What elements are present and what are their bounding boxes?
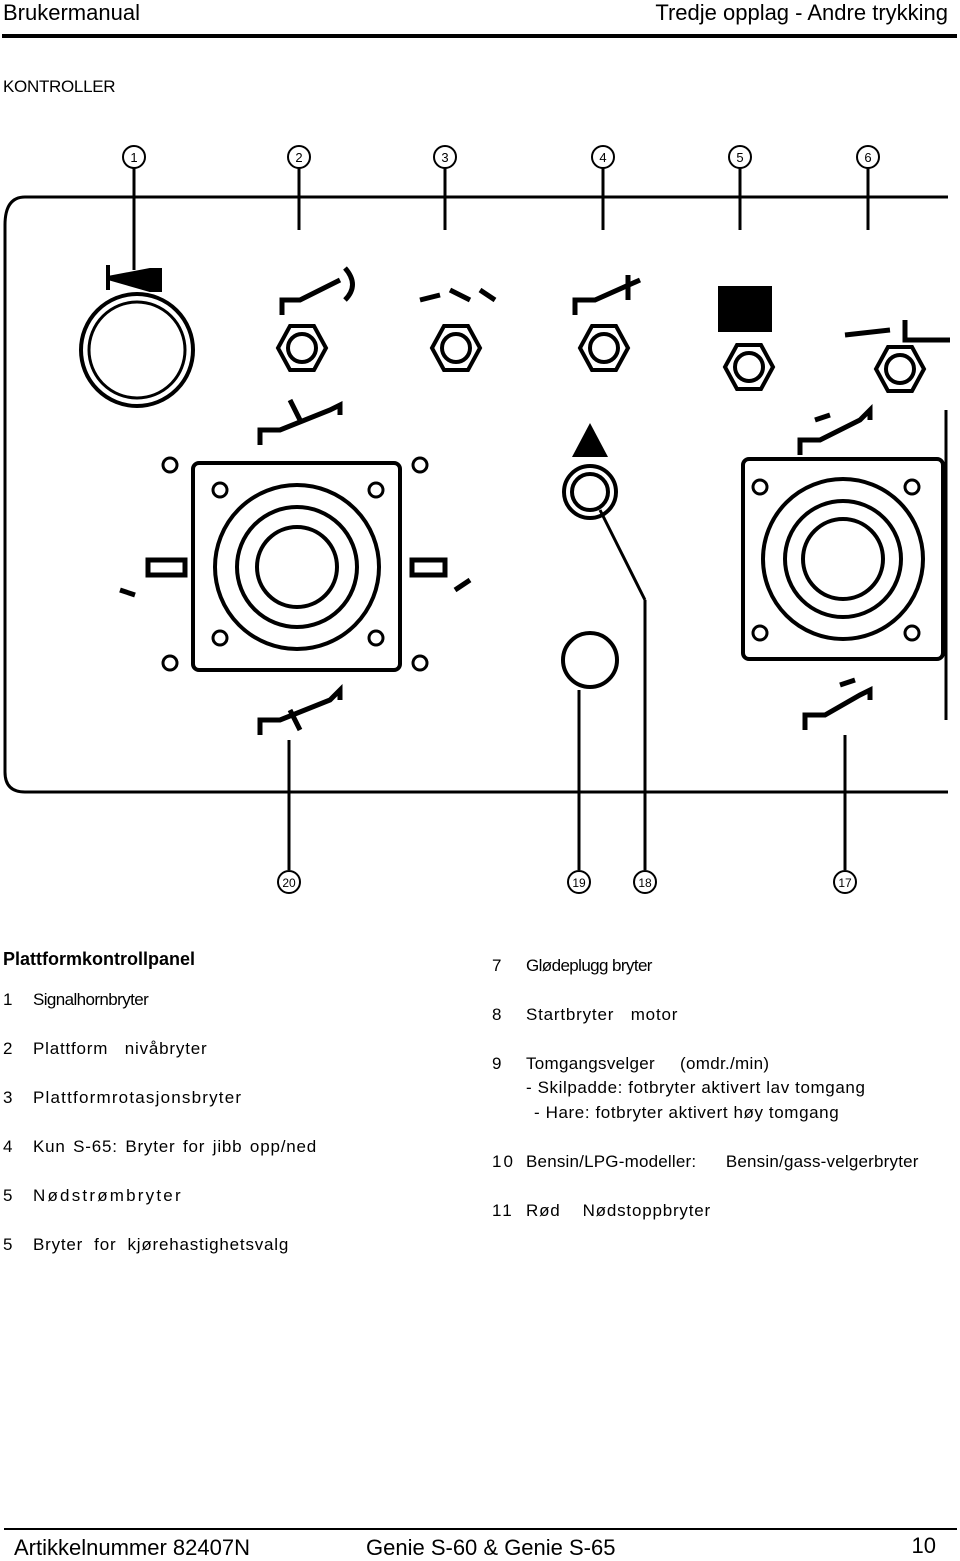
legend-item-number: 2 — [3, 1039, 13, 1058]
callout-6: 6 — [856, 145, 880, 169]
right-joystick — [741, 403, 945, 730]
legend-item-number: 5 — [3, 1186, 13, 1205]
callout-4: 4 — [591, 145, 615, 169]
start-button — [561, 631, 619, 689]
legend-item-text: Bryter for kjørehastighetsvalg — [33, 1235, 290, 1254]
legend-item-11: 11 Rød Nødstoppbryter — [492, 1201, 957, 1223]
callout-2: 2 — [287, 145, 311, 169]
right-screws — [751, 478, 921, 642]
legend-item-text: Rød Nødstoppbryter — [526, 1201, 711, 1220]
callout-1-label: 1 — [130, 150, 137, 165]
horn-button — [79, 265, 195, 408]
toggle-switch-5 — [718, 286, 776, 391]
legend-item-text: Startbryter motor — [526, 1005, 679, 1024]
control-panel-diagram: 1 2 3 4 5 6 20 19 18 17 — [3, 145, 950, 894]
legend-item-number: 4 — [3, 1137, 13, 1156]
callout-5: 5 — [728, 145, 752, 169]
legend-title: Plattformkontrollpanel — [3, 949, 196, 969]
legend-item-4: 4 Kun S-65: Bryter for jibb opp/ned — [3, 1137, 463, 1159]
legend-item-2: 2 Plattform nivåbryter — [3, 1039, 463, 1061]
footer-part-number: Artikkelnummer 82407N — [14, 1535, 250, 1560]
legend-item-number: 10 — [492, 1152, 515, 1171]
legend-item-number: 8 — [492, 1005, 502, 1024]
callout-18: 18 — [633, 870, 657, 894]
bottom-callouts: 20 19 18 17 — [277, 870, 857, 894]
legend-item-5: 5 Nødstrømbryter — [3, 1186, 463, 1208]
legend-item-text: Tomgangsvelger (omdr./min) — [526, 1054, 770, 1073]
callout-17-label: 17 — [838, 876, 852, 890]
panel-outline — [3, 195, 948, 794]
callout-18-label: 18 — [638, 876, 652, 890]
callout-5-label: 5 — [736, 150, 743, 165]
toggle-switch-6 — [844, 320, 950, 393]
callout-20-label: 20 — [282, 876, 296, 890]
toggle-switch-4 — [572, 275, 642, 372]
legend-item-text: Plattformrotasjonsbryter — [33, 1088, 243, 1107]
footer-model: Genie S-60 & Genie S-65 — [366, 1535, 616, 1560]
legend-item-text: Bensin/LPG-modeller: Bensin/gass-velgerb… — [526, 1152, 919, 1171]
header-edition: Tredje opplag - Andre trykking — [655, 0, 948, 25]
callout-3: 3 — [433, 145, 457, 169]
callout-3-label: 3 — [441, 150, 448, 165]
legend-item-3: 3 Plattformrotasjonsbryter — [3, 1088, 463, 1110]
legend-item-text: Kun S-65: Bryter for jibb opp/ned — [33, 1137, 317, 1156]
legend-item-7: 7 Glødeplugg bryter — [492, 956, 957, 978]
legend-item-number: 5 — [3, 1235, 13, 1254]
page-header: Brukermanual Tredje opplag - Andre trykk… — [0, 0, 960, 40]
legend-item-6: 5 Bryter for kjørehastighetsvalg — [3, 1235, 463, 1257]
idle-sub-line-2: - Hare: fotbryter aktivert høy tomgang — [534, 1103, 840, 1122]
glow-plug-button — [562, 464, 618, 520]
page-number: 10 — [911, 1533, 936, 1558]
top-callouts: 1 2 3 4 5 6 — [122, 145, 880, 169]
legend-item-number: 3 — [3, 1088, 13, 1107]
callout-6-label: 6 — [864, 150, 871, 165]
legend-item-text: Plattform nivåbryter — [33, 1039, 208, 1058]
legend-item-text: Glødeplugg bryter — [526, 956, 652, 975]
toggle-switch-2 — [275, 266, 355, 372]
legend-item-text: Nødstrømbryter — [33, 1186, 183, 1205]
toggle-switch-3 — [419, 287, 497, 372]
callout-17: 17 — [833, 870, 857, 894]
callout-19: 19 — [567, 870, 591, 894]
warning-icon — [572, 423, 608, 457]
legend-item-number: 11 — [492, 1201, 514, 1220]
left-joystick — [119, 398, 472, 735]
callout-4-label: 4 — [599, 150, 606, 165]
idle-sub-line-1: - Skilpadde: fotbryter aktivert lav tomg… — [526, 1078, 866, 1097]
legend-item-1: 1 Signalhornbryter — [3, 990, 463, 1012]
legend-item-text: Signalhornbryter — [33, 990, 149, 1009]
callout-20: 20 — [277, 870, 301, 894]
legend-item-9: 9 Tomgangsvelger (omdr./min) — [492, 1054, 957, 1076]
footer-rule — [4, 1528, 957, 1530]
section-title: KONTROLLER — [3, 77, 116, 96]
left-screws — [161, 456, 429, 672]
legend-item-number: 9 — [492, 1054, 502, 1073]
header-rule — [2, 34, 957, 38]
legend-item-8: 8 Startbryter motor — [492, 1005, 957, 1027]
legend-item-10: 10 Bensin/LPG-modeller: Bensin/gass-velg… — [492, 1152, 957, 1174]
legend-item-number: 7 — [492, 956, 502, 975]
legend-item-number: 1 — [3, 990, 13, 1009]
callout-1: 1 — [122, 145, 146, 169]
header-manual-title: Brukermanual — [3, 0, 140, 25]
callout-19-label: 19 — [572, 876, 586, 890]
callout-2-label: 2 — [295, 150, 302, 165]
